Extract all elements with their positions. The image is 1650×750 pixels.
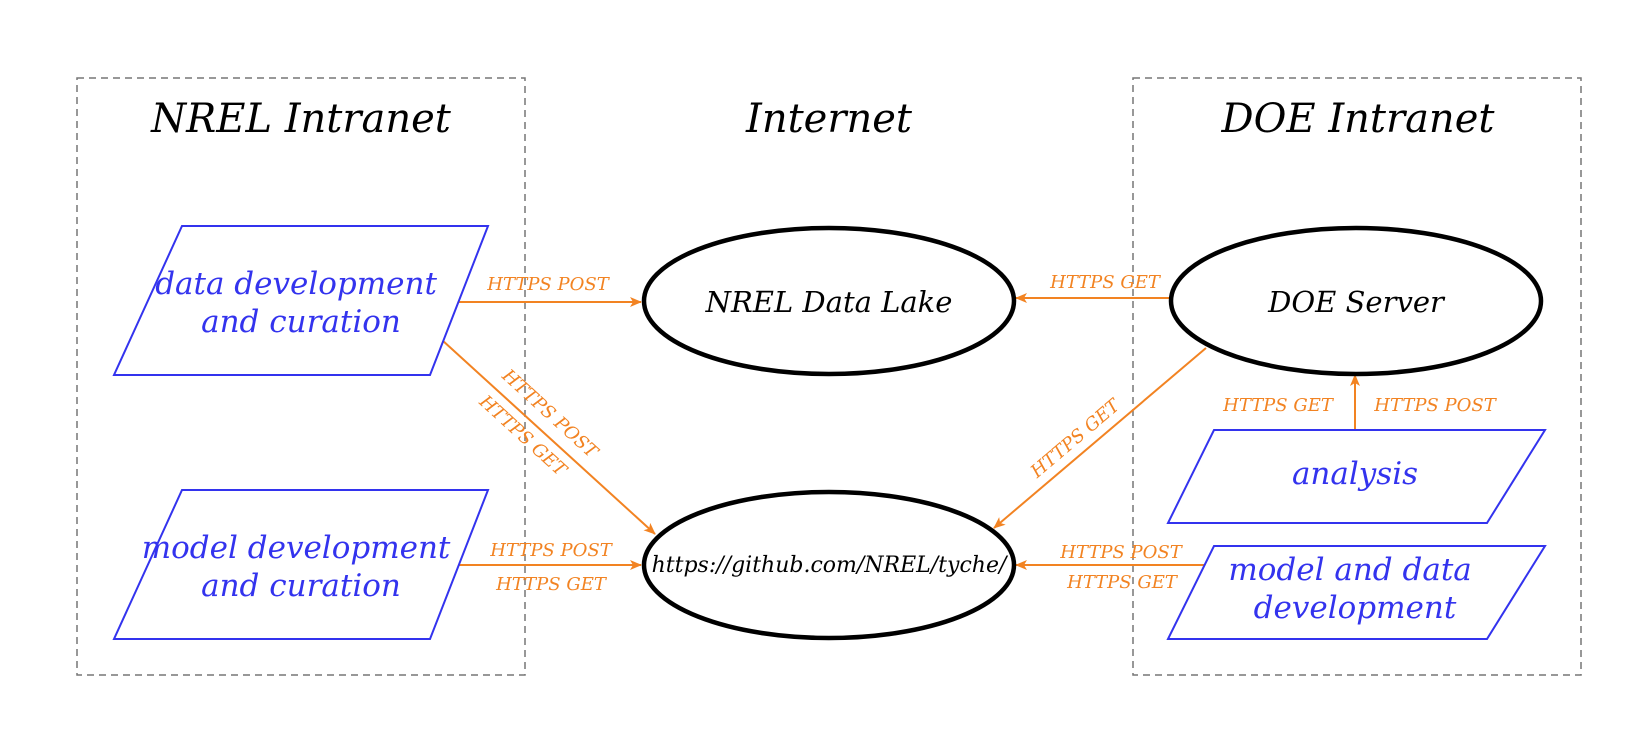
process-analysis: analysis xyxy=(1166,429,1547,524)
edge-label: HTTPS GET xyxy=(1222,395,1335,416)
process-model-development: model development and curation xyxy=(112,489,490,640)
edge-label: HTTPS GET xyxy=(474,391,572,482)
process-model-and-data-development: model and data development xyxy=(1166,545,1547,640)
nrel-intranet-title: NREL Intranet xyxy=(150,96,452,142)
process-label-line: and curation xyxy=(201,304,401,340)
process-shape xyxy=(1166,429,1547,524)
process-label-line: model development xyxy=(142,530,451,566)
edge-data-dev-to-github xyxy=(441,339,656,535)
process-shape xyxy=(112,225,490,376)
doe-intranet-region xyxy=(1132,77,1582,676)
edges xyxy=(441,293,1360,570)
edge-label: HTTPS POST xyxy=(489,540,613,561)
process-data-development: data development and curation xyxy=(112,225,490,376)
node-github-repository: https://github.com/NREL/tyche/ xyxy=(641,489,1017,641)
process-shape xyxy=(112,489,490,640)
edge-label: HTTPS POST xyxy=(1059,542,1183,563)
edge-label: HTTPS GET xyxy=(1066,572,1179,593)
process-label-line: development xyxy=(1254,590,1457,626)
node-shape xyxy=(641,489,1017,641)
process-label-line: model and data xyxy=(1228,552,1471,588)
edge-label: HTTPS GET xyxy=(1049,272,1162,293)
node-label: NREL Data Lake xyxy=(705,285,953,319)
node-label: https://github.com/NREL/tyche/ xyxy=(652,553,1009,578)
internet-title: Internet xyxy=(745,96,913,142)
process-label: model development and curation xyxy=(142,530,461,604)
nrel-intranet-region xyxy=(76,77,526,676)
process-shape xyxy=(1166,545,1547,640)
edge-label: HTTPS GET xyxy=(495,574,608,595)
process-label-line: data development xyxy=(155,266,437,302)
edge-doe-server-to-github xyxy=(993,347,1207,529)
process-label: model and data development xyxy=(1228,552,1481,626)
edge-label: HTTPS POST xyxy=(486,274,610,295)
edge-label: HTTPS POST xyxy=(1373,395,1497,416)
process-label: analysis xyxy=(1292,456,1418,492)
node-shape xyxy=(1168,225,1544,377)
node-shape xyxy=(641,225,1017,377)
process-label-line: and curation xyxy=(201,568,401,604)
node-doe-server: DOE Server xyxy=(1168,225,1544,377)
process-label: data development and curation xyxy=(155,266,447,340)
doe-intranet-title: DOE Intranet xyxy=(1221,96,1496,142)
edge-label: HTTPS GET xyxy=(1026,394,1126,483)
node-nrel-data-lake: NREL Data Lake xyxy=(641,225,1017,377)
node-label: DOE Server xyxy=(1267,285,1446,319)
